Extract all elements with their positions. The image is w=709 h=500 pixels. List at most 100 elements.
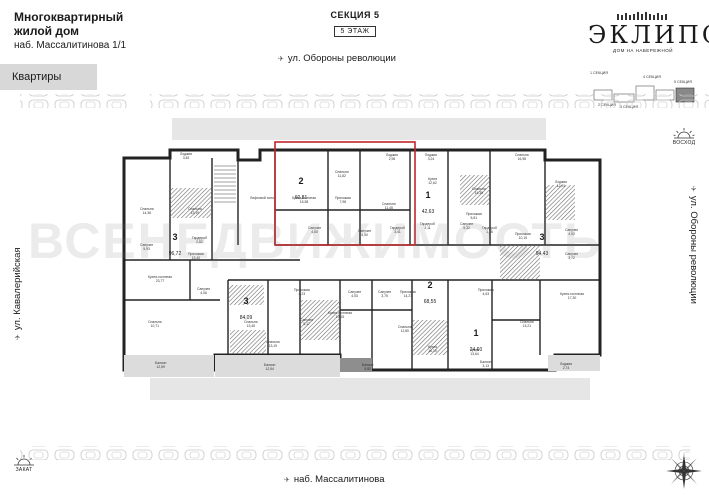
room-area: 16,19 (428, 349, 437, 353)
section-label: СЕКЦИЯ 5 (330, 10, 380, 20)
room-area: 10,15 (518, 236, 528, 240)
room-name: Прихожая (466, 212, 482, 216)
room-name: Кухня (428, 345, 438, 349)
room-name: Санузел (308, 226, 322, 230)
room-area: 13,40 (191, 256, 201, 260)
brand-logo: ЭКЛИПС ДОМ НА НАБЕРЕЖНОЙ (588, 12, 709, 53)
room-area: 12,59 (156, 365, 165, 369)
room-area: 5,93 (143, 247, 150, 251)
room-name: Гардероб (482, 226, 497, 230)
room-area: 12,80 (400, 329, 410, 333)
room-name: Кухня-гостиная (328, 311, 352, 315)
room-name: Санузел (378, 290, 392, 294)
minimap-label-4: 4 СЕКЦИЯ (643, 75, 661, 79)
room-name: Спальня (188, 207, 202, 211)
room-name: Лоджия (425, 153, 438, 157)
room-area: 14,35 (474, 191, 484, 195)
room-area: 17,30 (567, 296, 577, 300)
room-area: 14,27 (403, 294, 413, 298)
building-address: наб. Массалитинова 1/1 (14, 40, 127, 51)
room-name: Прихожая (515, 232, 531, 236)
room-name: Прихожая (400, 290, 416, 294)
room-name: Санузел (565, 228, 579, 232)
room-area: 2,96 (388, 157, 396, 161)
room-area: 5,82 (364, 367, 371, 371)
room-area: 2,74 (562, 366, 570, 370)
room-name: Балкон (480, 360, 492, 364)
logo-crown-icon (617, 12, 667, 20)
highlighted-apartment-frame[interactable] (274, 141, 416, 246)
room-name: Спальня (472, 187, 486, 191)
room-name: Прихожая (188, 252, 204, 256)
room-name: Лифтовой холл (250, 196, 275, 200)
room-name: Лоджия (555, 180, 568, 184)
logo-name: ЭКЛИПС (588, 21, 709, 49)
room-area: 2,82 (196, 240, 203, 244)
room-name: Лоджия (180, 152, 193, 156)
room-name: Балкон (155, 361, 167, 365)
room-area: 1,16 (486, 230, 493, 234)
sunrise-icon (673, 128, 695, 139)
room-area: 4,52 (568, 232, 575, 236)
room-name: Спальня (520, 320, 534, 324)
building-title: Многоквартирный жилой дом (14, 10, 124, 38)
parking-row-top-left (20, 94, 130, 108)
room-area: 3,11 (424, 226, 431, 230)
sunrise-indicator: ВОСХОД (664, 128, 704, 146)
room-area: 4,63 (482, 292, 490, 296)
room-area: 3,41 (394, 230, 401, 234)
room-name: Кухня (428, 177, 438, 181)
street-top: ул. Обороны революции (278, 53, 396, 64)
road-top (172, 118, 546, 140)
room-area: 3,75 (381, 294, 388, 298)
room-label: Лифтовой холл (250, 196, 274, 200)
room-area: 10,71 (150, 324, 160, 328)
room-name: Спальня (266, 340, 280, 344)
room-name: Санузел (348, 290, 362, 294)
parking-left (0, 120, 20, 400)
room-area: 3,45 (182, 156, 190, 160)
room-area: 12,91 (556, 184, 566, 188)
street-bottom: наб. Массалитинова (284, 474, 385, 485)
room-name: Балкон (264, 363, 276, 367)
room-name: Кухня-гостиная (292, 196, 316, 200)
room-name: Спальня (244, 320, 258, 324)
room-name: Кухня-гостиная (148, 275, 172, 279)
parking-row-top (150, 94, 709, 108)
floor-badge[interactable]: 5 ЭТАЖ (334, 26, 376, 37)
room-area: 3,13 (482, 364, 489, 368)
apartments-button[interactable]: Квартиры (0, 64, 97, 90)
room-name: Лоджия (560, 362, 573, 366)
room-area: 23,77 (155, 279, 165, 283)
room-name: Кухня (470, 348, 480, 352)
room-name: Санузел (197, 287, 211, 291)
